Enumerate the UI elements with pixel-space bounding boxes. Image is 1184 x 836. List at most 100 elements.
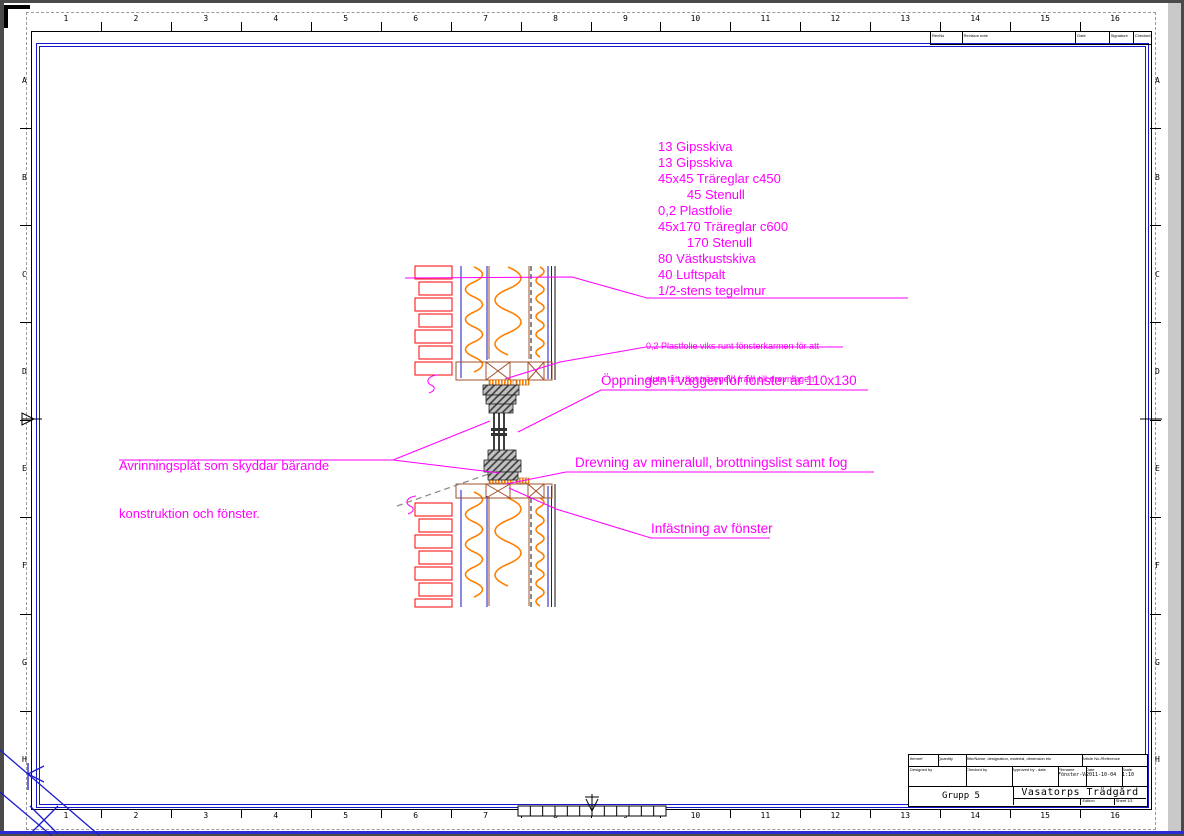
titleblock-scale: Scale 1:10 [1121, 766, 1148, 787]
timber-sill-member [455, 483, 553, 499]
window-border-left [0, 0, 4, 836]
ruler-number-top: 10 [690, 14, 701, 23]
ruler-tick [870, 809, 872, 818]
ruler-number-top: 9 [623, 14, 628, 23]
ruler-tick [100, 22, 102, 31]
ruler-tick [1080, 22, 1082, 31]
infastning-note: Infästning av fönster [651, 521, 773, 536]
ruler-number-bottom: 1 [63, 811, 69, 820]
grid-letter-right: E [1155, 464, 1160, 474]
grid-letter-right: D [1155, 366, 1160, 376]
ruler-tick [520, 22, 522, 31]
grid-letter-right: H [1155, 755, 1160, 765]
grid-letter-right: A [1155, 75, 1160, 85]
ruler-tick [310, 22, 312, 31]
grid-letter-left: G [22, 658, 27, 668]
revision-strip: RevNo Revision note Date Signature Check… [930, 31, 1152, 45]
ruler-tick [20, 613, 31, 615]
titleblock-checked-by: Checked by [965, 766, 1013, 787]
ruler-tick [380, 22, 382, 31]
drip-plate-note-line2: konstruktion och fönster. [119, 506, 260, 521]
titleblock-date: Date 2011-10-04 [1085, 766, 1123, 787]
ruler-tick [380, 809, 382, 818]
ruler-number-top: 3 [203, 14, 209, 23]
ruler-number-bottom: 6 [413, 811, 419, 820]
ruler-number-bottom: 14 [970, 811, 980, 820]
layer-list-line: 40 Luftspalt [658, 267, 726, 282]
scale-label: Scale [1122, 767, 1133, 772]
drip-plate-note: Avrinningsplåt som skyddar bärande konst… [119, 426, 329, 554]
titleblock-filename: Filename Fönster-Vägg [1057, 766, 1087, 787]
window-border-right [1181, 0, 1184, 836]
titleblock-designed-by: Designed by [909, 766, 967, 787]
title-block: Itemref Quantity Title/Name, designation… [908, 754, 1148, 807]
grid-letter-left: H [22, 755, 27, 765]
titleblock-owner: Grupp 5 [909, 786, 1014, 805]
ruler-tick [1010, 809, 1012, 818]
layer-list-line: 170 Stenull [658, 235, 752, 250]
drevning-note: Drevning av mineralull, brottningslist s… [575, 455, 848, 470]
ruler-tick [450, 809, 452, 818]
ruler-tick [170, 809, 172, 818]
ruler-number-bottom: 15 [1040, 811, 1050, 820]
ruler-tick [1150, 128, 1161, 130]
window-sill-frame [483, 449, 522, 481]
ruler-tick [940, 22, 942, 31]
ruler-number-bottom: 3 [203, 811, 209, 820]
titleblock-edition: Edition [1080, 799, 1113, 805]
ruler-tick [20, 128, 31, 130]
ruler-number-top: 14 [970, 14, 980, 23]
plastfolie-note: 0,2 Plastfolie viks runt fönsterkarmen f… [646, 319, 819, 407]
window-head-frame [482, 384, 520, 414]
plastfolie-note-line2: sluta tätt mot träregeln fram till drevn… [646, 374, 815, 384]
drip-plate-dashed-line [396, 470, 498, 507]
ruler-tick [800, 809, 802, 818]
ruler-tick [20, 322, 31, 324]
ruler-tick [940, 809, 942, 818]
ruler-tick [870, 22, 872, 31]
ruler-number-bottom: 13 [900, 811, 911, 820]
ruler-tick [1150, 322, 1161, 324]
titleblock-approved-by: Approved by - date [1011, 766, 1059, 787]
ruler-tick [590, 22, 592, 31]
filename-label: Filename [1058, 767, 1075, 772]
titleblock-sheet: Sheet 1/1 [1113, 799, 1146, 805]
ruler-number-bottom: 5 [343, 811, 349, 820]
ruler-number-top: 11 [760, 14, 771, 23]
revision-date-label: Date [1076, 32, 1110, 44]
ruler-number-bottom: 12 [830, 811, 841, 820]
titleblock-subrow: Edition Sheet 1/1 [1014, 799, 1146, 805]
ruler-tick [310, 809, 312, 818]
window-border-bottom [0, 834, 1184, 836]
ruler-number-top: 1 [63, 14, 69, 23]
titleblock-project-title: Vasatorps Trädgård [1014, 786, 1146, 799]
corner-crop-mark [4, 5, 8, 28]
grid-letter-left: F [22, 561, 27, 571]
ruler-tick [1080, 809, 1082, 818]
fold-marks [0, 749, 101, 836]
ruler-tick [730, 22, 732, 31]
ruler-number-top: 6 [413, 14, 419, 23]
sheet-value: 1/1 [1127, 799, 1133, 803]
ruler-tick [1150, 613, 1161, 615]
grid-letter-left: A [22, 75, 27, 85]
opening-note: Öppningen i väggen för fönster är 110x13… [601, 373, 857, 388]
ruler-tick [240, 22, 242, 31]
layer-list-line: 13 Gipsskiva [658, 139, 733, 154]
layer-list-line: 0,2 Plastfolie [658, 203, 733, 218]
titleblock-itemref: Itemref [909, 755, 939, 767]
revision-checked-label: Checked [1134, 33, 1151, 38]
ruler-tick [20, 710, 31, 712]
brick-wall-hatch [414, 265, 453, 608]
grid-letter-left: C [22, 269, 27, 279]
grid-letter-right: C [1155, 269, 1160, 279]
bottom-scale-bar [517, 794, 667, 817]
revision-note-label: Revision note [963, 32, 1077, 44]
ruler-tick [240, 809, 242, 818]
ruler-number-bottom: 2 [133, 811, 139, 820]
sheet-label: Sheet [1115, 799, 1127, 803]
ruler-tick [1150, 225, 1161, 227]
drip-plate-note-line1: Avrinningsplåt som skyddar bärande [119, 458, 330, 473]
annotation-leaders [119, 276, 908, 539]
